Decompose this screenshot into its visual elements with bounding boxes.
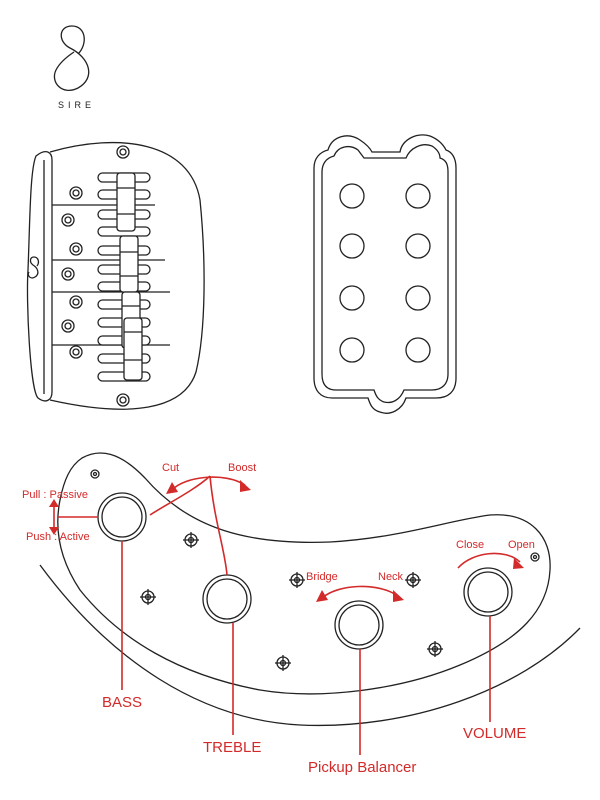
volume-open-label: Open: [508, 539, 535, 551]
screw-icon: [289, 572, 305, 588]
treble-cut-label: Cut: [162, 462, 179, 474]
screw-icon: [140, 589, 156, 605]
screw-icon: [183, 532, 199, 548]
cut-boost-arrow-icon: [149, 475, 251, 576]
pickup-neck-label: Neck: [378, 571, 404, 583]
brand-wordmark: SIRE: [58, 100, 95, 110]
pickup-balancer-knob-icon: [334, 600, 384, 650]
treble-label: TREBLE: [203, 739, 261, 756]
close-open-arrow-icon: [457, 552, 524, 569]
volume-close-label: Close: [456, 539, 484, 551]
screw-icon: [275, 655, 291, 671]
bass-push-label: Push : Active: [26, 531, 90, 543]
pickup-bridge-label: Bridge: [306, 571, 338, 583]
bridge-neck-arrow-icon: [316, 585, 404, 602]
volume-knob-icon: [463, 567, 513, 617]
bass-pull-label: Pull : Passive: [22, 489, 88, 501]
bass-bridge-icon: [26, 142, 205, 410]
screw-icon: [427, 641, 443, 657]
pickup-balancer-label: Pickup Balancer: [308, 759, 416, 776]
bass-knob-icon: [97, 492, 147, 542]
treble-knob-icon: [202, 574, 252, 624]
bass-label: BASS: [102, 694, 142, 711]
pull-push-arrow-icon: [49, 499, 98, 535]
humbucker-pickup-icon: [313, 134, 457, 414]
control-plate-icon: [39, 452, 581, 727]
volume-label: VOLUME: [463, 725, 526, 742]
screw-icon: [405, 572, 421, 588]
treble-boost-label: Boost: [228, 462, 256, 474]
sire-logo-icon: SIRE: [53, 25, 95, 110]
